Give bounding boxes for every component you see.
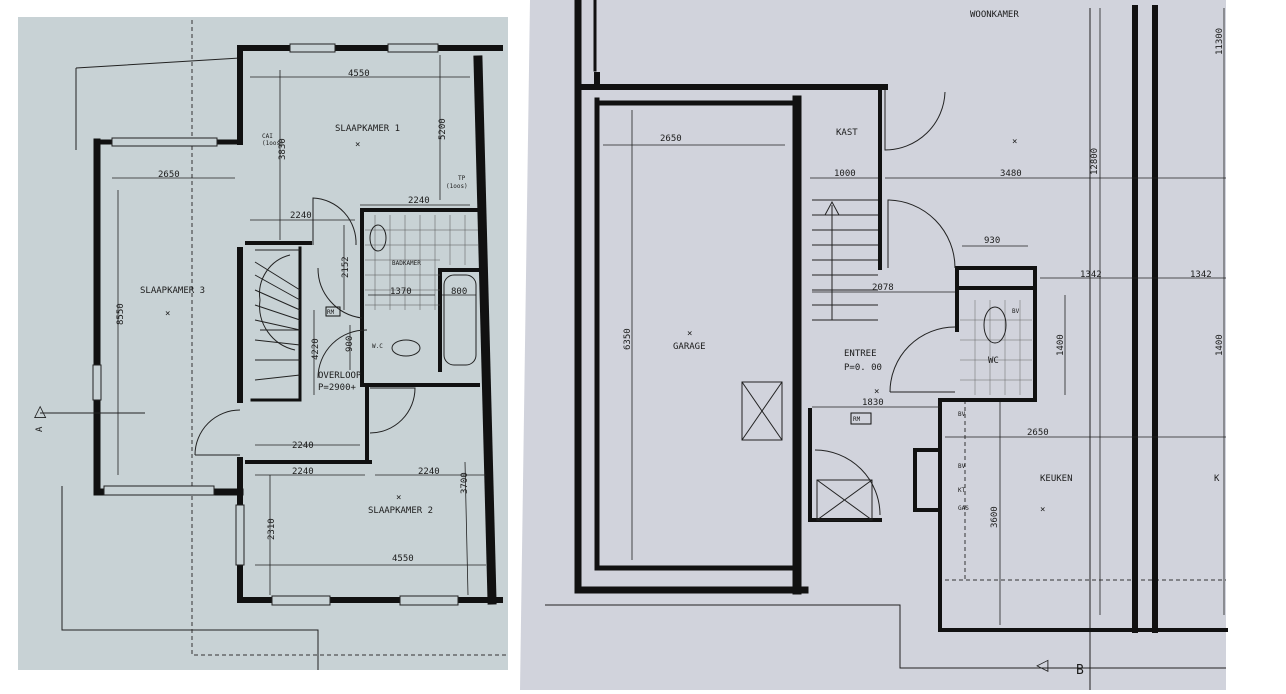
staircase xyxy=(812,199,878,321)
room-label-bedroom2: SLAAPKAMER 2 xyxy=(368,506,433,516)
room-label-bathroom: BADKAMER xyxy=(392,260,421,267)
dim-bottom-width: 4550 xyxy=(392,554,414,564)
dim-bedroom2-right: 2240 xyxy=(418,467,440,477)
stair-hatch xyxy=(816,479,873,521)
dim-bedroom1-depth-right: 5200 xyxy=(438,118,448,140)
dim-offset-1: 1342 xyxy=(1080,270,1102,280)
wc-tiles xyxy=(960,300,1032,395)
room-label-kitchen-cut: K xyxy=(1214,474,1220,484)
dim-entrance-width: 1830 xyxy=(862,398,884,408)
section-marker-triangle: △ xyxy=(34,401,47,420)
tp-sub: (1oos) xyxy=(446,183,468,190)
room-label-bedroom1: SLAAPKAMER 1 xyxy=(335,124,400,134)
section-marker-triangle: ◁ xyxy=(1035,655,1049,674)
dim-bedroom3-width: 2650 xyxy=(158,170,180,180)
toilet xyxy=(983,306,1007,344)
dim-bath-tub: 800 xyxy=(451,287,467,297)
right-floor-plan: WOONKAMER KAST × GARAGE × ENTREE P=0. 00… xyxy=(520,0,1228,690)
doors xyxy=(814,90,956,516)
dim-top-width: 4550 xyxy=(348,69,370,79)
dim-bedroom3-length: 8550 xyxy=(116,303,126,325)
dim-door-height: 2152 xyxy=(341,256,351,278)
dim-living-width: 3480 xyxy=(1000,169,1022,179)
staircase xyxy=(254,249,301,381)
rm-box xyxy=(850,412,872,425)
tp-label: TP xyxy=(458,175,466,182)
center-mark: × xyxy=(396,493,401,503)
room-label-entrance: ENTREE xyxy=(844,349,877,359)
bv-label: BV xyxy=(1012,308,1020,315)
property-line xyxy=(191,20,508,656)
right-paper xyxy=(520,0,1226,690)
left-floor-plan: SLAAPKAMER 1 × SLAAPKAMER 3 × BADKAMER O… xyxy=(18,17,508,670)
dashed-lines xyxy=(945,400,1226,581)
toilet xyxy=(391,339,421,357)
bv-label: BV xyxy=(958,411,966,418)
dim-kitchen-width: 2650 xyxy=(1027,428,1049,438)
garage-hatch xyxy=(741,381,783,441)
rm-label: RM xyxy=(853,416,861,423)
outline-lines xyxy=(545,8,1226,690)
room-label-kitchen: KEUKEN xyxy=(1040,474,1073,484)
rm-label: RM xyxy=(327,309,335,316)
dim-meter-width: 930 xyxy=(984,236,1000,246)
room-label-landing: OVERLOOP xyxy=(318,371,362,381)
center-mark: × xyxy=(687,329,692,339)
room-label-closet: KAST xyxy=(836,128,858,138)
room-label-garage: GARAGE xyxy=(673,342,706,352)
dim-total-depth-2: 11300 xyxy=(1215,28,1225,55)
room-label-wc: W.C xyxy=(372,343,383,350)
room-label-bedroom3: SLAAPKAMER 3 xyxy=(140,286,205,296)
walls xyxy=(574,0,1228,633)
room-label-wc: WC xyxy=(988,356,999,366)
sink xyxy=(369,224,387,252)
bathroom-tiles xyxy=(365,215,478,310)
dim-garage-length: 6350 xyxy=(623,328,633,350)
center-mark: × xyxy=(355,140,360,150)
terrace-outline xyxy=(61,57,319,670)
dim-stair-hall: 2078 xyxy=(872,283,894,293)
section-marker-a: A xyxy=(35,426,45,432)
center-mark: × xyxy=(1012,137,1017,147)
entrance-level: P=0. 00 xyxy=(844,363,882,373)
rm-box xyxy=(325,306,341,317)
dim-offset-2: 1342 xyxy=(1190,270,1212,280)
gas-label: GAS xyxy=(958,505,969,512)
section-marker-b: B xyxy=(1076,663,1084,678)
dim-garage-width: 2650 xyxy=(660,134,682,144)
landing-level: P=2900+ xyxy=(318,383,357,393)
bathtub xyxy=(443,274,477,366)
cai-label: CAI xyxy=(262,133,273,140)
center-mark: × xyxy=(165,309,170,319)
dim-closet-width: 1000 xyxy=(834,169,856,179)
dim-total-depth: 12800 xyxy=(1090,148,1100,175)
dim-wc-depth: 900 xyxy=(345,336,355,352)
kt-label: KT xyxy=(958,487,966,494)
center-mark: × xyxy=(1040,505,1045,515)
dim-bath-inner: 1370 xyxy=(390,287,412,297)
center-mark: × xyxy=(874,387,879,397)
doors xyxy=(194,197,416,456)
dim-landing-bottom: 2240 xyxy=(292,441,314,451)
dimension-lines xyxy=(112,55,486,596)
cai-sub: (1oos) xyxy=(262,140,284,147)
dim-hall-top-right: 2240 xyxy=(408,196,430,206)
dim-bedroom2-left: 2240 xyxy=(292,467,314,477)
dim-wc-length: 1400 xyxy=(1056,334,1066,356)
left-paper xyxy=(18,17,508,670)
dim-bedroom1-depth-left: 3830 xyxy=(278,138,288,160)
dim-stair-length: 4220 xyxy=(311,338,321,360)
bv-label: BV xyxy=(958,463,966,470)
windows xyxy=(92,43,459,606)
dim-hall-top-left: 2240 xyxy=(290,211,312,221)
dim-bedroom2-left-depth: 2310 xyxy=(267,518,277,540)
dim-kitchen-depth: 3600 xyxy=(990,506,1000,528)
dim-wc-length-2: 1400 xyxy=(1215,334,1225,356)
room-label-living: WOONKAMER xyxy=(970,10,1019,20)
dim-bedroom2-depth: 3700 xyxy=(460,472,470,494)
dimension-lines xyxy=(603,8,1226,625)
